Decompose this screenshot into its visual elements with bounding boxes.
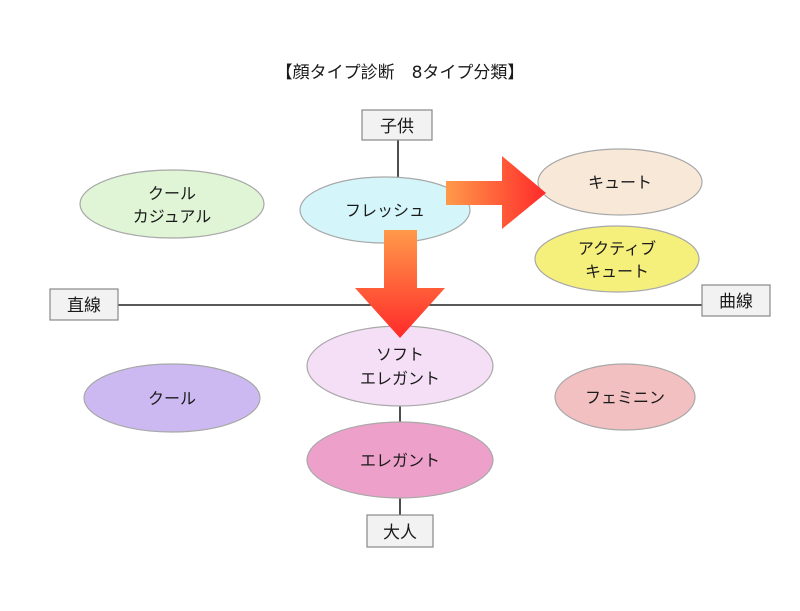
type-feminine-label: フェミニン bbox=[585, 388, 665, 407]
arrow-fresh-to-soft-elegant bbox=[355, 230, 445, 338]
type-fresh: フレッシュ bbox=[299, 176, 471, 244]
type-feminine: フェミニン bbox=[554, 363, 696, 431]
type-active-cute: アクティブ キュート bbox=[534, 225, 700, 293]
type-cool-casual: クール カジュアル bbox=[79, 169, 265, 239]
axis-label-adult: 大人 bbox=[366, 514, 434, 548]
axis-label-adult-text: 大人 bbox=[383, 523, 417, 543]
type-soft-elegant: ソフト エレガント bbox=[306, 325, 494, 407]
axis-label-straight-text: 直線 bbox=[67, 296, 101, 316]
type-cool: クール bbox=[83, 363, 261, 433]
axis-label-child: 子供 bbox=[361, 109, 433, 141]
type-active-cute-line1: アクティブ bbox=[578, 239, 656, 258]
axis-label-curve-text: 曲線 bbox=[719, 292, 753, 312]
type-cool-casual-line1: クール bbox=[148, 184, 196, 203]
diagram-title: 【顔タイプ診断 8タイプ分類】 bbox=[276, 63, 525, 83]
type-cool-casual-line2: カジュアル bbox=[133, 207, 211, 226]
type-cute-label: キュート bbox=[588, 173, 652, 192]
type-cool-label: クール bbox=[148, 389, 196, 408]
axis-label-curve: 曲線 bbox=[701, 284, 771, 317]
arrow-fresh-to-cute bbox=[446, 156, 546, 229]
axis-label-child-text: 子供 bbox=[380, 117, 414, 137]
type-cute: キュート bbox=[537, 148, 703, 216]
type-soft-elegant-line1: ソフト bbox=[376, 345, 424, 364]
type-active-cute-line2: キュート bbox=[585, 262, 649, 281]
type-elegant-label: エレガント bbox=[360, 451, 440, 470]
axis-label-straight: 直線 bbox=[49, 288, 119, 321]
type-soft-elegant-line2: エレガント bbox=[360, 369, 440, 388]
type-elegant: エレガント bbox=[306, 421, 494, 499]
type-fresh-label: フレッシュ bbox=[345, 201, 425, 220]
